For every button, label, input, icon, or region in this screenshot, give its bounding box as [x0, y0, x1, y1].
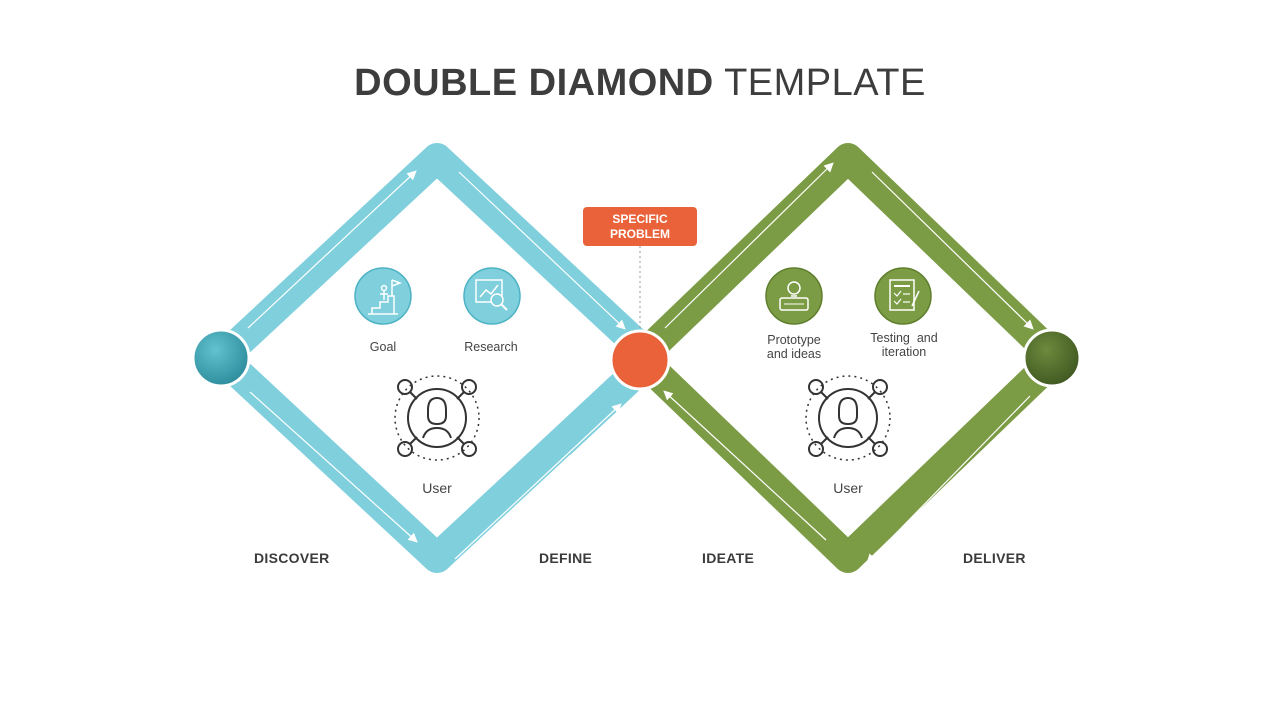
- right-diamond-band: [625, 143, 1071, 573]
- phase-define: DEFINE: [539, 550, 593, 566]
- prototype-label-line2: and ideas: [766, 347, 822, 361]
- testing-label-line2: iteration: [881, 345, 927, 359]
- start-node: [191, 328, 251, 388]
- left-user-network-icon: [394, 375, 480, 461]
- phase-discover: DISCOVER: [254, 550, 330, 566]
- right-user-network-icon: [805, 375, 891, 461]
- problem-node: [609, 329, 671, 391]
- problem-line1: SPECIFIC: [612, 211, 668, 226]
- problem-line2: PROBLEM: [610, 226, 670, 241]
- goal-icon: [354, 267, 412, 325]
- goal-label: Goal: [369, 340, 397, 354]
- phase-ideate: IDEATE: [702, 550, 755, 566]
- page-title: DOUBLE DIAMOND TEMPLATE: [0, 62, 1280, 105]
- testing-label-line1: Testing and: [870, 331, 938, 345]
- left-user-label: User: [422, 480, 452, 496]
- title-light: TEMPLATE: [724, 62, 926, 104]
- phase-deliver: DELIVER: [963, 550, 1026, 566]
- specific-problem-label: SPECIFIC PROBLEM: [583, 207, 697, 246]
- testing-icon: [874, 267, 932, 325]
- flow-arrows: [247, 162, 1034, 564]
- prototype-label-line1: Prototype: [767, 333, 821, 347]
- title-bold: DOUBLE DIAMOND: [354, 62, 714, 104]
- research-icon: [463, 267, 521, 325]
- testing-label: Testing and iteration: [853, 331, 955, 359]
- prototype-icon: [765, 267, 823, 325]
- research-label: Research: [464, 340, 518, 354]
- prototype-label: Prototype and ideas: [744, 333, 844, 361]
- end-node: [1022, 328, 1082, 388]
- right-user-label: User: [833, 480, 863, 496]
